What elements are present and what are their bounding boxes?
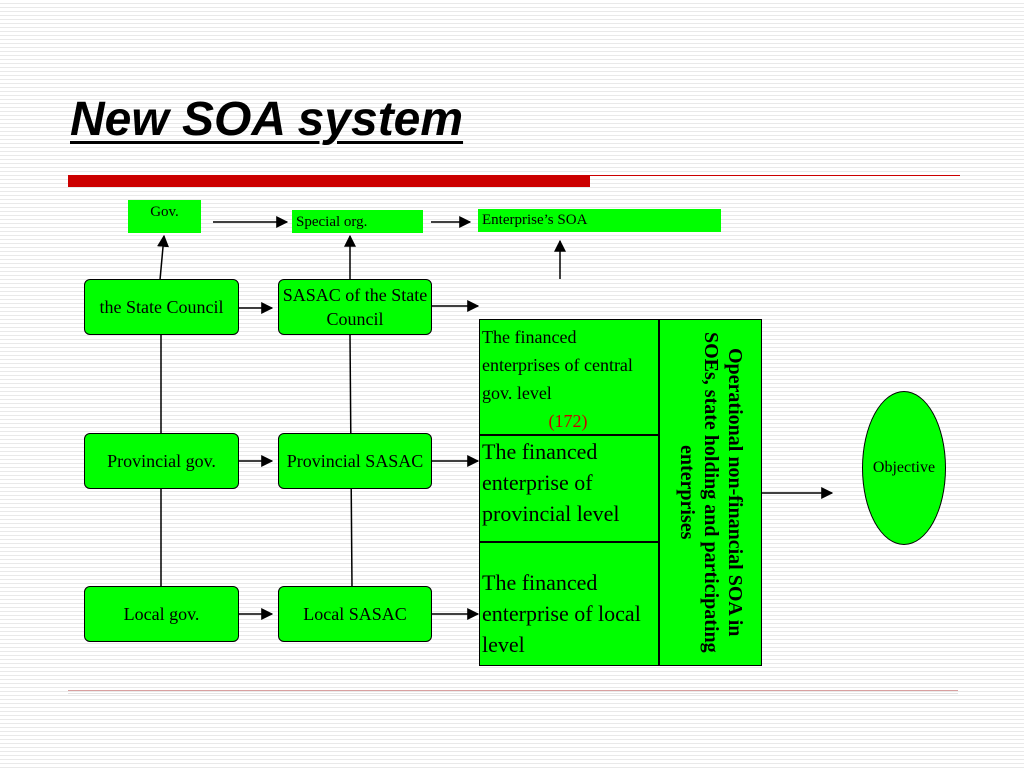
special-org-label: Special org.: [292, 210, 423, 233]
grid-divider-2: [480, 541, 658, 543]
title-red-bar: [68, 175, 590, 187]
provincial-sasac-box: Provincial SASAC: [278, 433, 432, 489]
grid-divider-1: [480, 434, 658, 436]
provincial-gov-box: Provincial gov.: [84, 433, 239, 489]
enterprise-soa-label: Enterprise’s SOA: [478, 209, 721, 232]
enterprise-grid: The financed enterprises of central gov.…: [479, 319, 762, 666]
slide-title: New SOA system: [70, 93, 464, 146]
operational-soa-label: Operational non-financial SOA in SOEs, s…: [676, 332, 746, 653]
central-enterprises-cell: The financed enterprises of central gov.…: [482, 323, 654, 435]
sasac-state-council-box: SASAC of the State Council: [278, 279, 432, 335]
title-thin-line: [590, 175, 960, 176]
state-council-box: the State Council: [84, 279, 239, 335]
footer-line-secondary: [68, 693, 958, 694]
local-gov-box: Local gov.: [84, 586, 239, 642]
central-enterprises-count: (172): [548, 411, 588, 431]
local-enterprises-cell: The financed enterprise of local level: [482, 570, 641, 657]
line-gov-to-state-council: [157, 234, 169, 281]
grid-vertical-divider: [658, 320, 660, 665]
footer-line: [68, 690, 958, 691]
objective-ellipse: Objective: [862, 391, 946, 545]
central-enterprises-text: The financed enterprises of central gov.…: [482, 327, 633, 403]
provincial-enterprises-cell: The financed enterprise of provincial le…: [482, 439, 620, 526]
gov-label: Gov.: [128, 200, 201, 233]
local-sasac-box: Local SASAC: [278, 586, 432, 642]
